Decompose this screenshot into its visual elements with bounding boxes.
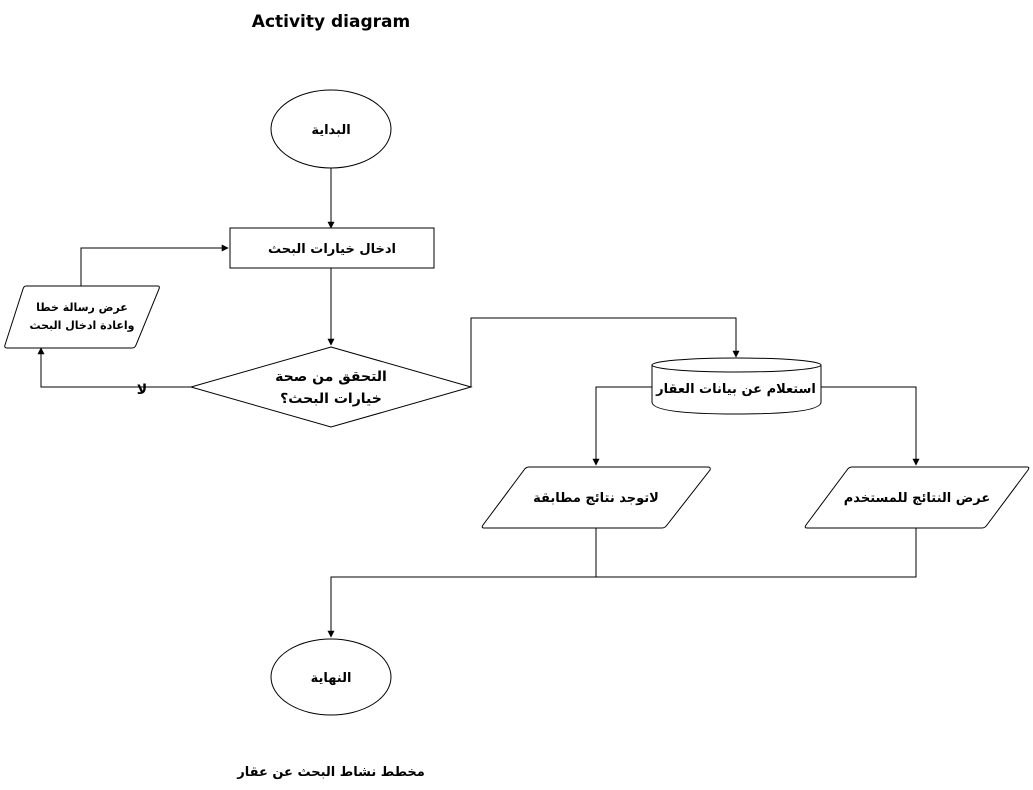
enter-search-node: ادخال خيارات البحث xyxy=(229,227,435,269)
start-label: البداية xyxy=(311,123,350,138)
validate-label-line2: خيارات البحث؟ xyxy=(280,391,382,407)
query-db-label: استعلام عن بيانات العقار xyxy=(655,382,816,397)
show-results-node: عرض النتائج للمستخدم xyxy=(804,466,1030,529)
validate-decision: التحقق من صحة خيارات البحث؟ xyxy=(189,346,473,428)
diagram-caption: مخطط نشاط البحث عن عقار xyxy=(236,765,425,780)
query-db-node: استعلام عن بيانات العقار xyxy=(651,357,822,415)
edge-label-no: لا xyxy=(137,382,147,398)
error-message-node: عرض رسالة خطا واعادة ادخال البحث xyxy=(4,285,160,349)
edges xyxy=(37,168,920,638)
error-message-line2: واعادة ادخال البحث xyxy=(29,319,134,332)
edge-results-down xyxy=(327,528,917,638)
start-node: البداية xyxy=(270,89,392,169)
enter-search-label: ادخال خيارات البحث xyxy=(268,242,396,257)
edge-error-to-enter xyxy=(80,244,229,286)
error-message-line1: عرض رسالة خطا xyxy=(36,301,128,314)
end-node: النهاية xyxy=(270,638,392,716)
edge-validate-to-error xyxy=(37,347,191,388)
no-results-label: لاتوجد نتائج مطابقة xyxy=(533,491,659,506)
edge-query-to-results xyxy=(821,386,920,466)
edge-validate-to-query xyxy=(470,317,740,387)
edge-query-to-noresults xyxy=(592,386,652,466)
show-results-label: عرض النتائج للمستخدم xyxy=(844,491,990,506)
no-results-node: لاتوجد نتائج مطابقة xyxy=(481,466,711,529)
end-label: النهاية xyxy=(311,671,352,686)
diagram-title: Activity diagram xyxy=(252,12,410,32)
validate-label-line1: التحقق من صحة xyxy=(275,369,387,385)
